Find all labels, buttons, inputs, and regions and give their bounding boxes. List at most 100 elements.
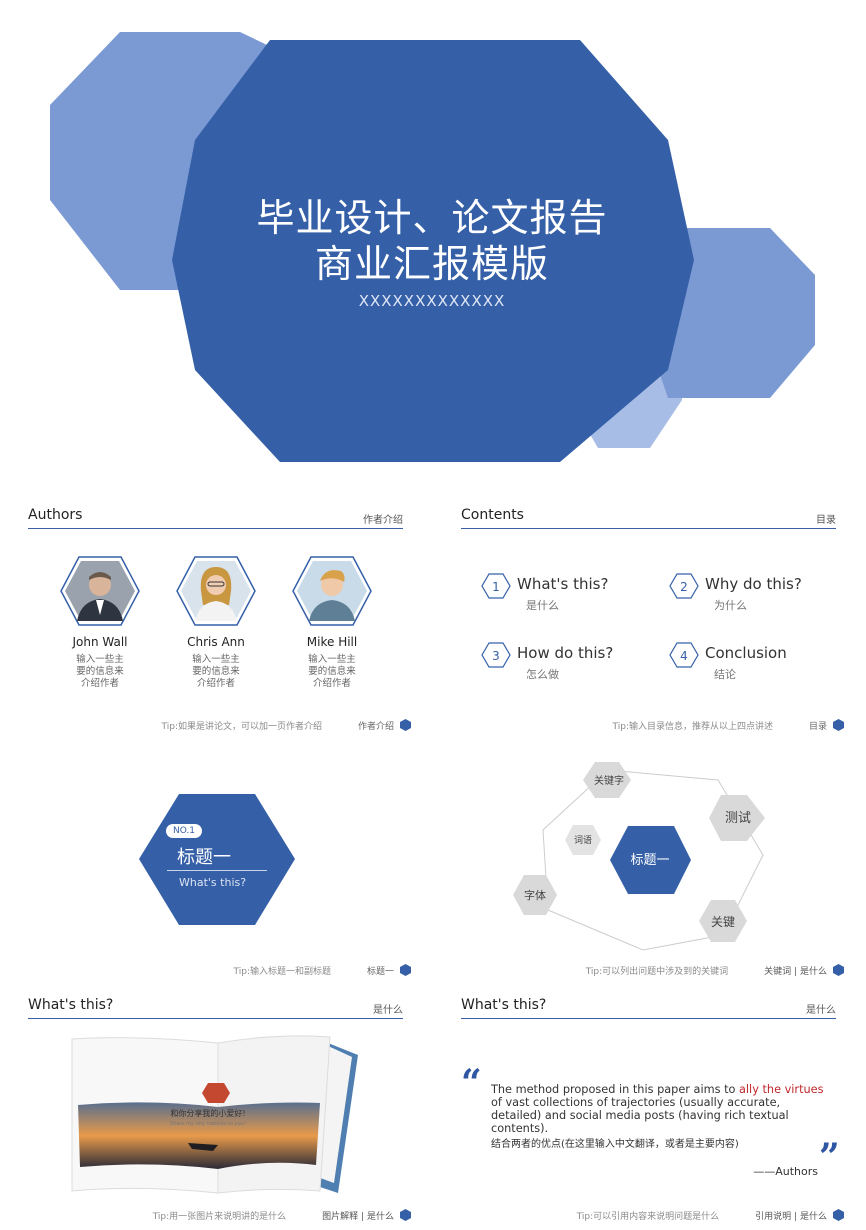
quote-slide-tag: 是什么 — [806, 1005, 836, 1016]
keywords-footer-label1: 关键词 — [764, 966, 792, 977]
quote-slide-title: What's this? — [461, 997, 547, 1013]
number-hexagon-icon: 2 — [669, 573, 699, 599]
author-card-3: Mike Hill 输入一些主要的信息来介绍作者 — [277, 555, 387, 690]
quote-slide-tip: Tip:可以引用内容来说明问题是什么 — [576, 1211, 720, 1222]
contents-tag: 目录 — [816, 515, 836, 526]
author-name-1: John Wall — [72, 635, 128, 649]
authors-tag: 作者介绍 — [363, 515, 403, 526]
section-badge: NO.1 — [166, 824, 202, 838]
author-card-2: Chris Ann 输入一些主要的信息来介绍作者 — [161, 555, 271, 690]
authors-header: Authors 作者介绍 — [28, 507, 403, 529]
quote-slide: What's this? 是什么 “ The method proposed i… — [433, 985, 866, 1230]
keyword-hex-4 — [513, 875, 557, 915]
author-name-3: Mike Hill — [306, 635, 358, 649]
authors-tip: Tip:如果是讲论文，可以加一页作者介绍 — [161, 721, 322, 732]
authors-footer-label: 作者介绍 — [357, 721, 394, 732]
section-tip: Tip:输入标题一和副标题 — [233, 966, 331, 977]
cover-title-line2: 商业汇报模版 — [314, 242, 549, 286]
quote-text: The method proposed in this paper aims t… — [491, 1083, 831, 1135]
keyword-2: 测试 — [725, 811, 751, 826]
quote-footer-sep: | — [794, 1211, 798, 1222]
keyword-4: 字体 — [524, 888, 546, 902]
keywords-slide: 关键字 测试 词语 字体 关键 标题一 Tip:可以列出问题中涉及到的关键词 关… — [433, 740, 866, 985]
quote-author: ——Authors — [753, 1165, 818, 1178]
author-desc-1: 输入一些主要的信息来介绍作者 — [76, 654, 124, 689]
cover-section: 毕业设计、论文报告 商业汇报模版 XXXXXXXXXXXXX — [0, 0, 866, 488]
quote-text-post: of vast collections of trajectories (usu… — [491, 1096, 789, 1135]
image-footer-sep: | — [361, 1211, 365, 1222]
quote-text-highlight: ally the virtues — [739, 1083, 824, 1096]
quote-slide-footer-label: 引用说明 | 是什么 — [755, 1209, 827, 1222]
contents-tip: Tip:输入目录信息，推荐从以上四点讲述 — [612, 721, 773, 732]
keywords-footer-sep: | — [794, 966, 798, 977]
keywords-footer-label2: 是什么 — [799, 966, 827, 977]
quote-slide-footer: Tip:可以引用内容来说明问题是什么 引用说明 | 是什么 — [577, 1208, 844, 1222]
contents-item-4[interactable]: 4 Conclusion 结论 — [669, 642, 839, 688]
contents-en-1: What's this? — [517, 575, 609, 593]
author-card-1: John Wall 输入一些主要的信息来介绍作者 — [45, 555, 155, 690]
author-avatar-3 — [292, 556, 372, 626]
keyword-hex-3 — [565, 825, 601, 855]
image-slide: What's this? 是什么 和你分享我的小爱好! Share my tin… — [0, 985, 433, 1230]
cover-subtitle: XXXXXXXXXXXXX — [358, 292, 506, 310]
keyword-1: 关键字 — [594, 774, 624, 787]
keyword-hex-5 — [699, 900, 747, 942]
open-quote-icon: “ — [461, 1062, 482, 1104]
image-slide-footer-label: 图片解释 | 是什么 — [322, 1209, 394, 1222]
number-hexagon-icon: 4 — [669, 642, 699, 668]
keyword-3: 词语 — [574, 835, 592, 846]
contents-cn-2: 为什么 — [714, 599, 747, 612]
keywords-diagram: 关键字 测试 词语 字体 关键 标题一 — [513, 762, 765, 951]
section-divider — [167, 870, 267, 871]
contents-footer-label: 目录 — [808, 721, 827, 732]
keyword-center-hex — [610, 826, 691, 894]
contents-slide: Contents 目录 1 What's this? 是什么 2 Why do … — [433, 495, 866, 740]
quote-footer-label2: 是什么 — [799, 1211, 827, 1222]
image-footer-label2: 是什么 — [366, 1211, 394, 1222]
hexagon-bullet-icon — [833, 964, 844, 976]
quote-footer-label1: 引用说明 — [755, 1211, 792, 1222]
section-slide: NO.1 标题一 What's this? Tip:输入标题一和副标题 标题一 — [0, 740, 433, 985]
contents-en-3: How do this? — [517, 644, 614, 662]
contents-num-4: 4 — [680, 649, 688, 663]
image-footer-label1: 图片解释 — [322, 1211, 359, 1222]
contents-cn-1: 是什么 — [526, 599, 559, 612]
hexagon-bullet-icon — [400, 1209, 411, 1221]
hexagon-bullet-icon — [400, 964, 411, 976]
contents-footer: Tip:输入目录信息，推荐从以上四点讲述 目录 — [613, 718, 844, 732]
quote-translation: 结合两者的优点(在这里输入中文翻译，或者是主要内容) — [491, 1139, 739, 1150]
image-slide-footer: Tip:用一张图片来说明讲的是什么 图片解释 | 是什么 — [153, 1208, 411, 1222]
contents-num-2: 2 — [680, 580, 688, 594]
author-avatar-1 — [60, 556, 140, 626]
keywords-footer-label: 关键词 | 是什么 — [764, 964, 827, 977]
hexagon-bullet-icon — [833, 1209, 844, 1221]
author-avatar-2 — [176, 556, 256, 626]
book-photo: 和你分享我的小爱好! Share my tiny hobbies to you! — [71, 1035, 358, 1194]
book-heading: 和你分享我的小爱好! — [170, 1108, 245, 1118]
cover-title-line1: 毕业设计、论文报告 — [256, 196, 608, 240]
contents-en-2: Why do this? — [705, 575, 802, 593]
contents-en-4: Conclusion — [705, 644, 787, 662]
contents-title: Contents — [461, 507, 524, 523]
number-hexagon-icon: 3 — [481, 642, 511, 668]
keywords-footer: Tip:可以列出问题中涉及到的关键词 关键词 | 是什么 — [586, 963, 844, 977]
close-quote-icon: ” — [819, 1136, 840, 1178]
authors-title: Authors — [28, 507, 83, 523]
contents-item-3[interactable]: 3 How do this? 怎么做 — [481, 642, 651, 688]
contents-item-1[interactable]: 1 What's this? 是什么 — [481, 573, 651, 619]
contents-cn-4: 结论 — [714, 668, 736, 681]
image-slide-title: What's this? — [28, 997, 114, 1013]
section-title: 标题一 — [177, 847, 231, 868]
section-subtitle: What's this? — [179, 876, 247, 889]
image-slide-header: What's this? 是什么 — [28, 997, 403, 1019]
contents-num-3: 3 — [492, 649, 500, 663]
contents-header: Contents 目录 — [461, 507, 836, 529]
keyword-hex-1 — [583, 762, 631, 798]
number-hexagon-icon: 1 — [481, 573, 511, 599]
author-desc-2: 输入一些主要的信息来介绍作者 — [192, 654, 240, 689]
contents-item-2[interactable]: 2 Why do this? 为什么 — [669, 573, 839, 619]
image-slide-tag: 是什么 — [373, 1005, 403, 1016]
author-name-2: Chris Ann — [187, 635, 245, 649]
author-desc-3: 输入一些主要的信息来介绍作者 — [308, 654, 356, 689]
keyword-5: 关键 — [711, 915, 735, 929]
